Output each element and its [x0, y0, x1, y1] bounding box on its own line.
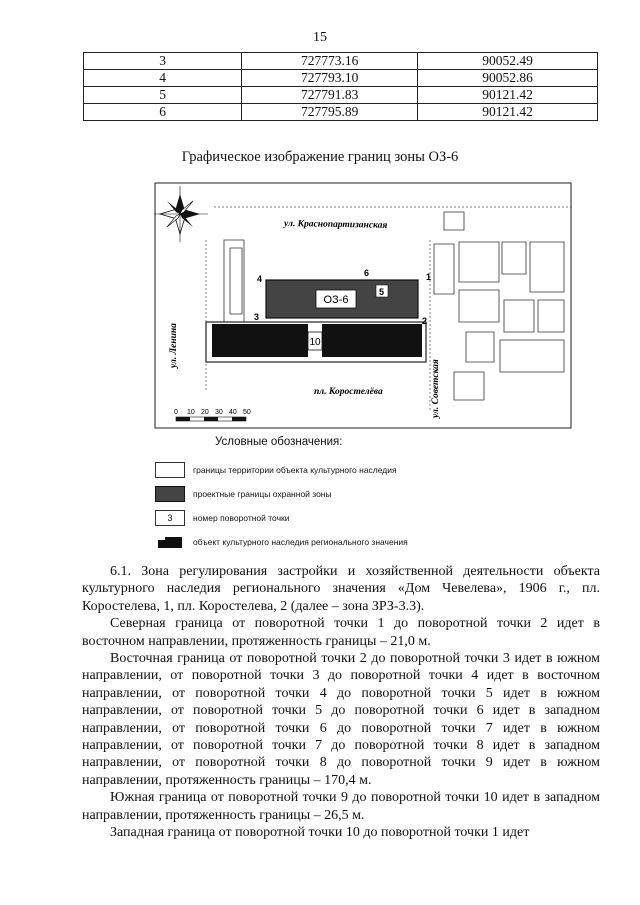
- legend-label: проектные границы охранной зоны: [193, 489, 332, 499]
- territory-swatch: [155, 462, 185, 478]
- table-row: 6 727795.89 90121.42: [82, 103, 598, 121]
- scale-tick-label: 0: [174, 409, 178, 416]
- figure-title: Графическое изображение границ зоны ОЗ-6: [181, 149, 459, 165]
- street-label-east: ул. Советская: [431, 359, 441, 419]
- paragraph: Восточная граница от поворотной точки 2 …: [82, 651, 600, 788]
- legend-item: проектные границы охранной зоны: [155, 482, 575, 506]
- point-box-5: [375, 284, 389, 298]
- zone-map: ул. Краснопартизанская ул. Ленина ул. Со…: [154, 182, 572, 429]
- street-label-south: пл. Коростелёва: [314, 387, 383, 397]
- block-label: 10: [309, 337, 321, 348]
- x-coordinate-cell: 727773.16: [241, 52, 419, 70]
- legend-item: границы территории объекта культурного н…: [155, 458, 575, 482]
- x-coordinate-cell: 727793.10: [241, 69, 419, 87]
- point-label-5: 5: [379, 287, 384, 297]
- scale-tick-label: 40: [229, 409, 237, 416]
- point-label-6: 6: [364, 268, 369, 278]
- legend-label: границы территории объекта культурного н…: [193, 465, 397, 475]
- protection-zone-swatch: [155, 486, 185, 502]
- heritage-object-east: [322, 324, 422, 357]
- point-label-3: 3: [254, 312, 259, 322]
- map-legend: Условные обозначения: границы территории…: [155, 436, 575, 554]
- table-row: 3 727773.16 90052.49: [82, 52, 598, 70]
- section-heading-paragraph: 6.1. Зона регулирования застройки и хозя…: [82, 564, 600, 614]
- scale-tick-label: 30: [215, 409, 223, 416]
- y-coordinate-cell: 90052.86: [417, 69, 598, 87]
- surrounding-buildings: [223, 211, 565, 401]
- protection-zone-oz6: [265, 279, 419, 319]
- point-number-cell: 4: [82, 69, 243, 87]
- y-coordinate-cell: 90121.42: [417, 86, 598, 104]
- legend-label: объект культурного наследия региональног…: [193, 537, 408, 547]
- street-label-west: ул. Ленина: [169, 323, 179, 369]
- point-number-cell: 3: [82, 52, 243, 70]
- x-coordinate-cell: 727791.83: [241, 86, 419, 104]
- block-label-box: [307, 331, 323, 351]
- heritage-object-west: [212, 324, 308, 357]
- scale-tick-label: 50: [243, 409, 251, 416]
- y-coordinate-cell: 90121.42: [417, 103, 598, 121]
- scale-bar: 0 10 20 30 40 50: [174, 409, 251, 422]
- point-number-swatch: 3: [155, 510, 185, 526]
- heritage-object-swatch: [158, 537, 182, 548]
- x-coordinate-cell: 727795.89: [241, 103, 419, 121]
- zone-label-box: [315, 289, 357, 309]
- legend-item: объект культурного наследия региональног…: [155, 530, 575, 554]
- legend-title: Условные обозначения:: [215, 436, 343, 448]
- body-text: 6.1. Зона регулирования застройки и хозя…: [82, 563, 600, 842]
- legend-item: 3 номер поворотной точки: [155, 506, 575, 530]
- legend-label: номер поворотной точки: [193, 513, 290, 523]
- paragraph: Западная граница от поворотной точки 10 …: [110, 825, 530, 841]
- paragraph: Северная граница от поворотной точки 1 д…: [82, 616, 600, 649]
- compass-rose-icon: [154, 186, 208, 242]
- table-row: 4 727793.10 90052.86: [82, 69, 598, 87]
- point-number-cell: 5: [82, 86, 243, 104]
- table-row: 5 727791.83 90121.42: [82, 86, 598, 104]
- page-number: 15: [313, 30, 327, 45]
- point-number-cell: 6: [82, 103, 243, 121]
- scale-tick-label: 10: [187, 409, 195, 416]
- point-label-4: 4: [257, 274, 262, 284]
- scale-tick-label: 20: [201, 409, 209, 416]
- paragraph: Южная граница от поворотной точки 9 до п…: [82, 790, 600, 823]
- point-label-1: 1: [426, 272, 431, 282]
- street-label-north: ул. Краснопартизанская: [283, 219, 388, 231]
- point-label-2: 2: [422, 316, 427, 326]
- coordinates-table: 3 727773.16 90052.49 4 727793.10 90052.8…: [82, 52, 598, 121]
- y-coordinate-cell: 90052.49: [417, 52, 598, 70]
- zone-label: ОЗ-6: [324, 294, 349, 306]
